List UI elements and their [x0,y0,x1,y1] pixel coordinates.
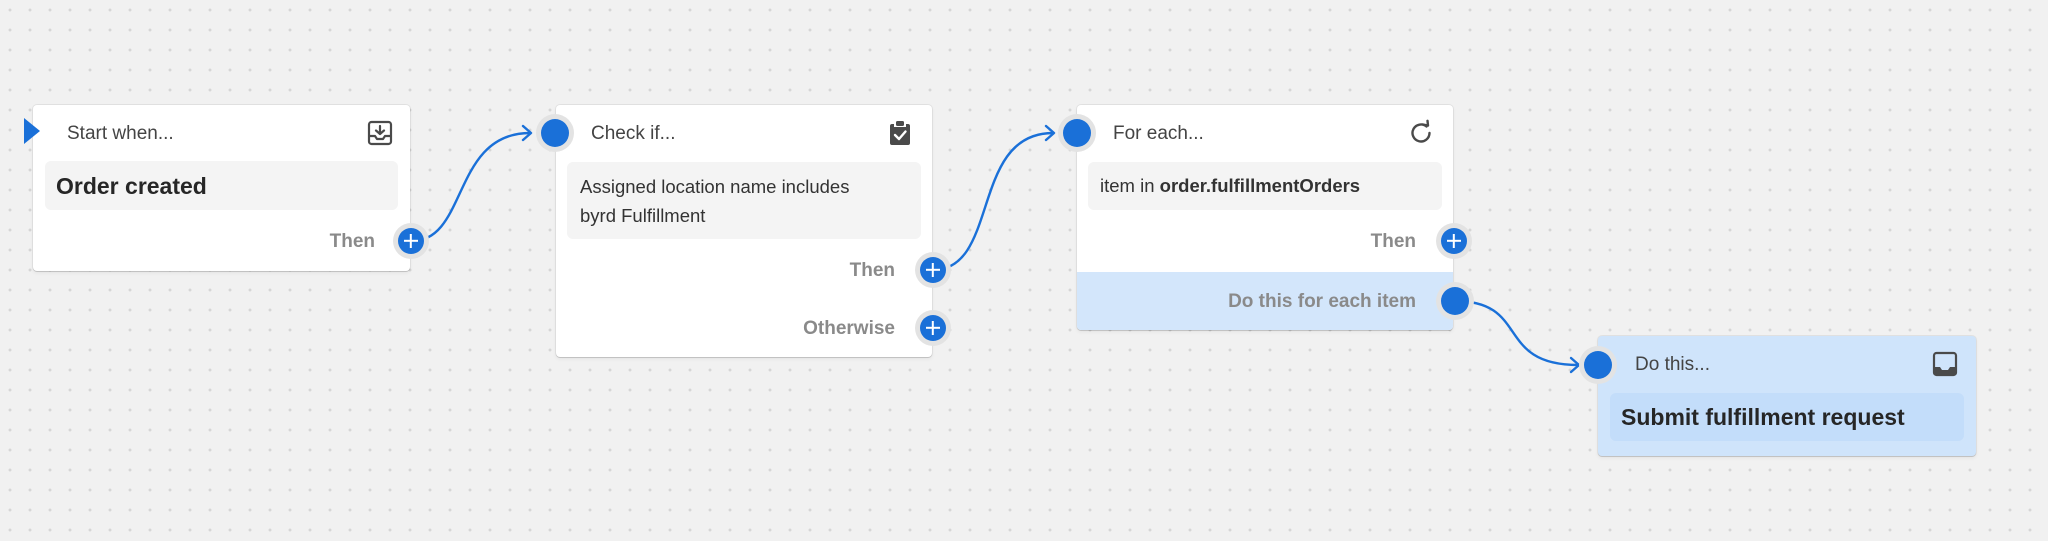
condition-line-1: Assigned location name includes [580,176,850,197]
condition-input-port[interactable] [541,119,569,147]
loop-item-prefix: item in [1100,175,1155,196]
action-card-header: Do this... [1598,336,1976,392]
trigger-header-label: Start when... [67,123,174,144]
inbox-tray-icon [1932,351,1958,377]
clipboard-check-icon [890,121,910,145]
action-label: Submit fulfillment request [1621,404,1905,430]
loop-each-branch-row[interactable]: Do this for each item [1077,272,1453,330]
loop-card[interactable]: For each... item in order.fulfillmentOrd… [1077,105,1453,330]
trigger-event-label: Order created [56,173,207,199]
condition-card-header: Check if... [556,105,932,161]
action-box[interactable]: Submit fulfillment request [1610,393,1964,441]
loop-then-label: Then [1370,231,1416,252]
trigger-card[interactable]: Start when... Order created Then [33,105,410,271]
connector-condition-to-loop [931,131,1055,272]
condition-text: Assigned location name includes byrd Ful… [580,172,849,230]
trigger-then-label: Then [329,231,375,252]
condition-otherwise-label: Otherwise [803,318,895,339]
condition-card[interactable]: Check if... Assigned location name inclu… [556,105,932,357]
start-marker-icon [24,118,40,144]
loop-item-text: item in order.fulfillmentOrders [1100,171,1360,200]
trigger-event-box[interactable]: Order created [45,161,398,210]
loop-each-label: Do this for each item [1228,291,1416,312]
trigger-card-header: Start when... [33,105,410,161]
action-header-label: Do this... [1635,354,1710,375]
arrowhead [1044,124,1056,142]
connector-loop-to-action [1453,299,1580,367]
loop-card-header: For each... [1077,105,1453,161]
loop-header-label: For each... [1113,123,1204,144]
loop-each-output-port[interactable] [1441,287,1469,315]
action-input-port[interactable] [1584,351,1612,379]
loop-item-source: order.fulfillmentOrders [1159,175,1361,196]
refresh-icon [1411,119,1431,143]
condition-box[interactable]: Assigned location name includes byrd Ful… [567,162,921,239]
loop-input-port[interactable] [1063,119,1091,147]
condition-header-label: Check if... [591,123,676,144]
condition-otherwise-add-button[interactable] [920,315,946,341]
condition-then-label: Then [849,260,895,281]
condition-then-add-button[interactable] [920,257,946,283]
trigger-then-add-button[interactable] [398,228,424,254]
arrowhead [521,124,533,142]
loop-then-add-button[interactable] [1441,228,1467,254]
inbox-download-icon [367,120,393,146]
action-card[interactable]: Do this... Submit fulfillment request [1598,336,1976,456]
condition-line-2: byrd Fulfillment [580,205,706,226]
loop-item-box[interactable]: item in order.fulfillmentOrders [1088,162,1442,210]
connector-trigger-to-condition [410,131,532,243]
arrowhead [1569,356,1581,374]
